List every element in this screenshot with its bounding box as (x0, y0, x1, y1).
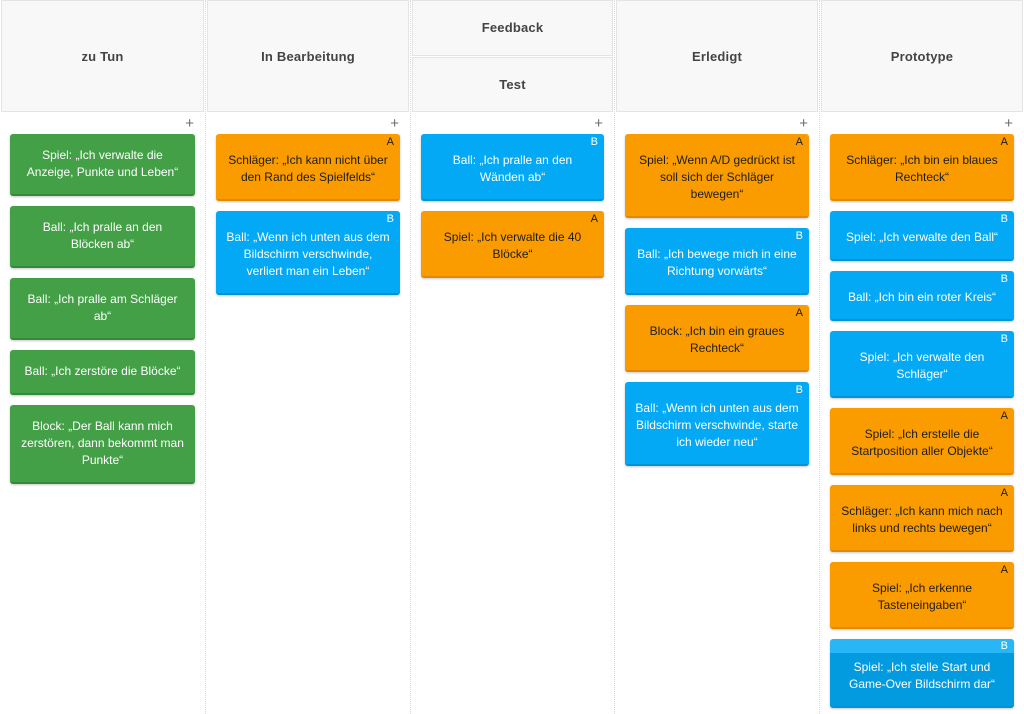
card-text: Ball: „Ich zerstöre die Blöcke“ (24, 364, 181, 378)
column-header-stack: Prototype (820, 0, 1024, 112)
card-text: Spiel: „Ich verwalte die Anzeige, Punkte… (26, 148, 179, 179)
card-text: Spiel: „Ich verwalte den Ball“ (845, 230, 999, 244)
card-priority-badge: A (795, 136, 803, 148)
column-title: In Bearbeitung (261, 48, 355, 64)
card-text: Spiel: „Wenn A/D gedrückt ist soll sich … (639, 153, 795, 201)
add-card-row: + (615, 112, 819, 134)
card-priority-badge: B (795, 230, 803, 242)
card[interactable]: B Ball: „Ich bewege mich in eine Richtung… (625, 228, 809, 295)
card-text: Spiel: „Ich erstelle die Startposition a… (851, 427, 993, 458)
card[interactable]: B Ball: „Wenn ich unten aus dem Bildschir… (625, 382, 809, 466)
card-text: Ball: „Ich bin ein roter Kreis“ (847, 290, 997, 304)
card-priority-badge: A (795, 307, 803, 319)
column-title: Prototype (890, 48, 954, 64)
card-list: Spiel: „Ich verwalte die Anzeige, Punkte… (0, 134, 205, 714)
column-header-prototype[interactable]: Prototype (821, 0, 1023, 112)
add-card-button[interactable]: + (799, 114, 808, 132)
card-text: Spiel: „Ich stelle Start und Game-Over B… (848, 660, 996, 691)
column-title: Test (499, 76, 526, 92)
card[interactable]: Ball: „Ich pralle an den Blöcken ab“ (10, 206, 195, 268)
card[interactable]: B Ball: „Ich pralle an den Wänden ab“ (421, 134, 604, 201)
card-text: Schläger: „Ich kann mich nach links und … (841, 504, 1003, 535)
card-text: Ball: „Ich pralle an den Blöcken ab“ (42, 220, 163, 251)
column-zu-tun: zu Tun + Spiel: „Ich verwalte die Anzeige,… (0, 0, 205, 714)
column-header-erledigt[interactable]: Erledigt (616, 0, 818, 112)
column-header-feedback-test-1[interactable]: Test (412, 56, 613, 112)
column-header-stack: Erledigt (615, 0, 819, 112)
card-text: Block: „Der Ball kann mich zerstören, da… (21, 419, 184, 467)
add-card-row: + (411, 112, 614, 134)
card-text: Ball: „Ich bewege mich in eine Richtung … (637, 247, 797, 278)
card-priority-badge: A (1000, 487, 1008, 499)
card-text: Schläger: „Ich kann nicht über den Rand … (228, 153, 388, 184)
column-in-bearbeitung: In Bearbeitung + A Schläger: „Ich kann nich… (205, 0, 410, 714)
card-priority-badge: B (386, 213, 394, 225)
add-card-row: + (206, 112, 410, 134)
card-priority-badge: B (1000, 640, 1008, 652)
card-priority-badge: A (1000, 410, 1008, 422)
column-title: zu Tun (81, 48, 124, 64)
card[interactable]: Ball: „Ich zerstöre die Blöcke“ (10, 350, 195, 395)
card-text: Block: „Ich bin ein graues Rechteck“ (649, 324, 785, 355)
column-header-feedback-test-0[interactable]: Feedback (412, 0, 613, 56)
card-priority-badge: B (795, 384, 803, 396)
column-title: Feedback (481, 20, 544, 36)
add-card-row: + (0, 112, 205, 134)
add-card-button[interactable]: + (1004, 114, 1013, 132)
card[interactable]: B Ball: „Wenn ich unten aus dem Bildschir… (216, 211, 400, 295)
card-text: Ball: „Wenn ich unten aus dem Bildschirm… (226, 230, 390, 278)
column-title: Erledigt (692, 48, 742, 64)
card[interactable]: A Block: „Ich bin ein graues Rechteck“ (625, 305, 809, 372)
card-text: Schläger: „Ich bin ein blaues Rechteck“ (846, 153, 998, 184)
card-priority-badge: A (1000, 564, 1008, 576)
card-priority-badge: B (590, 136, 598, 148)
card[interactable]: B Spiel: „Ich verwalte den Schläger“ (830, 331, 1014, 398)
add-card-button[interactable]: + (594, 114, 603, 132)
card[interactable]: A Schläger: „Ich kann mich nach links und… (830, 485, 1014, 552)
add-card-row: + (820, 112, 1024, 134)
column-header-stack: zu Tun (0, 0, 205, 112)
card-priority-badge: B (1000, 273, 1008, 285)
card[interactable]: B Spiel: „Ich stelle Start und Game-Over … (830, 639, 1014, 708)
card-text: Ball: „Ich pralle an den Wänden ab“ (452, 153, 573, 184)
column-header-zu-tun[interactable]: zu Tun (1, 0, 204, 112)
card-priority-badge: A (590, 213, 598, 225)
card-text: Ball: „Ich pralle am Schläger ab“ (27, 292, 178, 323)
card-priority-badge: A (1000, 136, 1008, 148)
add-card-button[interactable]: + (185, 114, 194, 132)
card[interactable]: A Spiel: „Ich verwalte die 40 Blöcke“ (421, 211, 604, 278)
column-header-in-bearbeitung[interactable]: In Bearbeitung (207, 0, 409, 112)
card-text: Ball: „Wenn ich unten aus dem Bildschirm… (635, 401, 799, 449)
card-text: Spiel: „Ich verwalte den Schläger“ (859, 350, 985, 381)
card[interactable]: Spiel: „Ich verwalte die Anzeige, Punkte… (10, 134, 195, 196)
card-text: Spiel: „Ich verwalte die 40 Blöcke“ (443, 230, 582, 261)
card-text: Spiel: „Ich erkenne Tasteneingaben“ (871, 581, 973, 612)
card-priority-badge: A (386, 136, 394, 148)
card-list: A Schläger: „Ich kann nicht über den Rand… (206, 134, 410, 714)
column-header-stack: In Bearbeitung (206, 0, 410, 112)
card[interactable]: Ball: „Ich pralle am Schläger ab“ (10, 278, 195, 340)
card-list: B Ball: „Ich pralle an den Wänden ab“ A Spi… (411, 134, 614, 714)
card[interactable]: Block: „Der Ball kann mich zerstören, da… (10, 405, 195, 484)
card[interactable]: A Spiel: „Ich erstelle die Startposition … (830, 408, 1014, 475)
card-priority-badge: B (1000, 333, 1008, 345)
card[interactable]: A Spiel: „Ich erkenne Tasteneingaben“ (830, 562, 1014, 629)
card[interactable]: A Schläger: „Ich kann nicht über den Rand… (216, 134, 400, 201)
card-priority-badge: B (1000, 213, 1008, 225)
add-card-button[interactable]: + (390, 114, 399, 132)
